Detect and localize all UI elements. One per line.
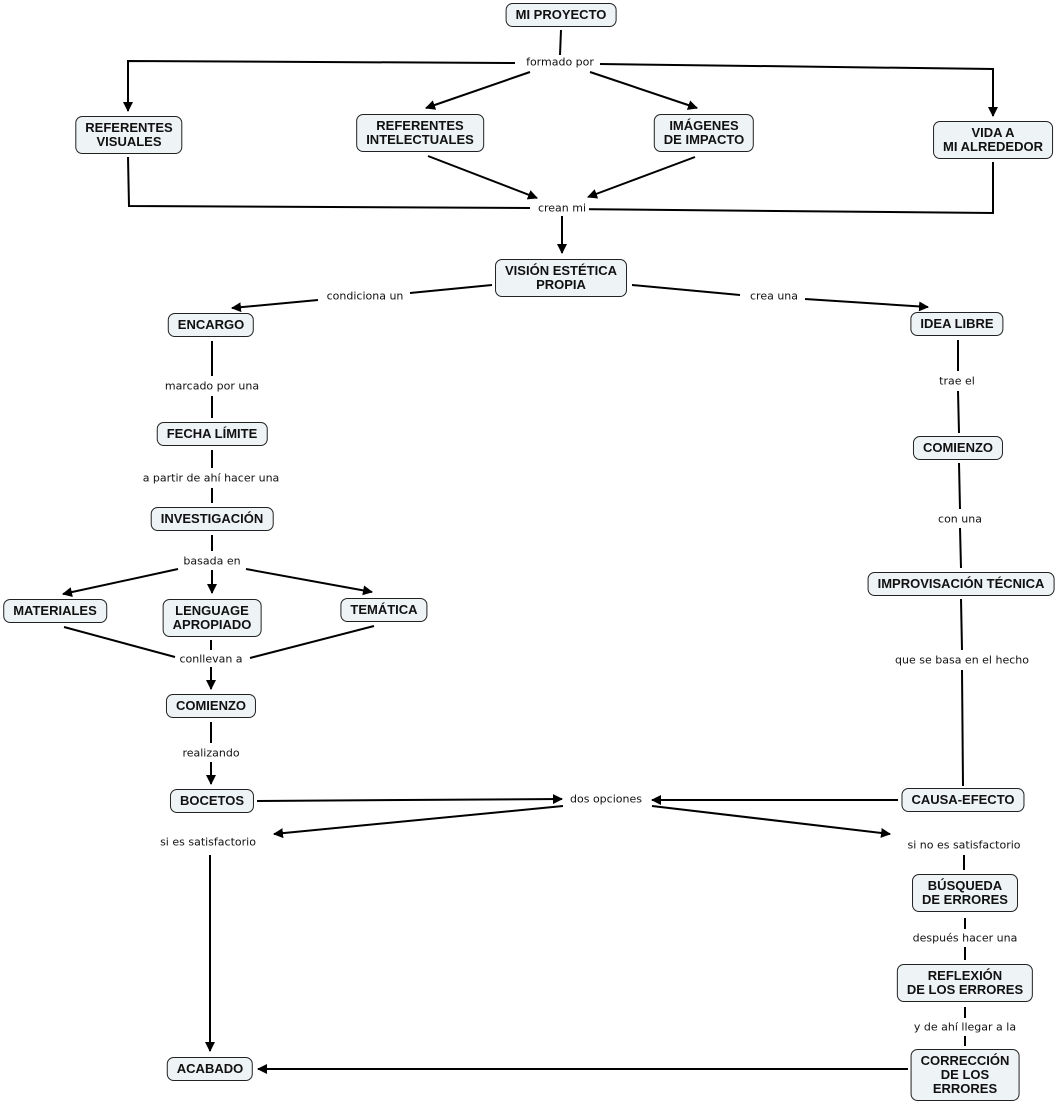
link-vida-crean	[564, 162, 994, 215]
link-label-despues-hacer-una: después hacer una	[909, 931, 1021, 945]
concept-mi-proyecto[interactable]: MI PROYECTO	[505, 3, 617, 27]
concept-bocetos[interactable]: BOCETOS	[169, 789, 255, 813]
concept-lenguage-apropiado[interactable]: LENGUAGE APROPIADO	[162, 599, 262, 637]
link-label-dos-opciones: dos opciones	[567, 792, 645, 806]
link-label-basada-en: basada en	[180, 554, 244, 568]
concept-referentes-visuales[interactable]: REFERENTES VISUALES	[75, 116, 183, 154]
link-tematica-conllevan	[249, 625, 375, 659]
link-label-marcado-por-una: marcado por una	[161, 379, 263, 393]
link-trae-comienzo	[957, 390, 960, 434]
link-quesebasa-causa	[961, 669, 964, 787]
link-basada-tematica	[245, 568, 373, 596]
link-imagenes-crean	[587, 156, 696, 199]
concept-comienzo-right[interactable]: COMIENZO	[912, 436, 1004, 460]
link-label-trae-el: trae el	[936, 374, 978, 388]
link-label-crea-una: crea una	[746, 289, 802, 303]
link-label-con-una: con una	[935, 512, 985, 526]
link-label-y-de-ahi-llegar: y de ahí llegar a la	[910, 1020, 1020, 1034]
concept-idea-libre[interactable]: IDEA LIBRE	[910, 312, 1004, 336]
link-proyecto-formado	[559, 29, 562, 56]
link-formado-refintelectuales	[425, 71, 531, 110]
concept-vida-a-mi-alrededor[interactable]: VIDA A MI ALREDEDOR	[933, 121, 1053, 159]
link-bocetos-dosopciones	[256, 794, 563, 805]
concept-referentes-intelectuales[interactable]: REFERENTES INTELECTUALES	[356, 114, 484, 152]
link-label-que-se-basa: que se basa en el hecho	[892, 653, 1032, 667]
link-formado-refvisuales	[123, 59, 516, 112]
link-label-si-es-satisfactorio: si es satisfactorio	[157, 835, 259, 849]
concept-busqueda-de-errores[interactable]: BÚSQUEDA DE ERRORES	[912, 874, 1018, 912]
link-materiales-conllevan	[63, 626, 176, 658]
concept-vision-estetica-propia[interactable]: VISIÓN ESTÉTICA PROPIA	[495, 259, 627, 297]
concept-acabado[interactable]: ACABADO	[166, 1057, 254, 1081]
link-condiciona-encargo	[231, 299, 319, 313]
link-formado-imagenes	[589, 71, 698, 110]
link-vision-condiciona	[409, 284, 493, 294]
link-improvisacion-quesebasa	[960, 598, 963, 651]
concept-materiales[interactable]: MATERIALES	[3, 599, 107, 623]
link-comienzo-conuna	[958, 462, 961, 510]
link-label-formado-por: formado por	[523, 55, 597, 69]
concept-imagenes-de-impacto[interactable]: IMÁGENES DE IMPACTO	[653, 114, 755, 152]
concept-tematica[interactable]: TEMÁTICA	[340, 598, 428, 622]
link-label-conllevan-a: conllevan a	[176, 652, 246, 666]
link-dosopciones-sies	[273, 805, 564, 839]
link-label-condiciona-un: condiciona un	[323, 289, 407, 303]
concept-causa-efecto[interactable]: CAUSA-EFECTO	[901, 788, 1025, 812]
link-conuna-improvisacion	[959, 527, 962, 569]
link-basada-materiales	[62, 568, 179, 597]
concept-fecha-limite[interactable]: FECHA LÍMITE	[156, 422, 268, 446]
link-vision-crea	[631, 284, 741, 296]
concept-reflexion-de-los-errores[interactable]: REFLEXIÓN DE LOS ERRORES	[896, 964, 1034, 1002]
link-label-a-partir-de-ahi: a partir de ahí hacer una	[139, 471, 283, 485]
link-formado-vida	[599, 63, 998, 117]
link-refvisuales-crean	[127, 156, 531, 209]
concept-investigacion[interactable]: INVESTIGACIÓN	[150, 507, 274, 531]
link-crea-idealibre	[804, 298, 929, 312]
concept-correccion-de-los-errores[interactable]: CORRECCIÓN DE LOS ERRORES	[910, 1049, 1020, 1101]
concept-encargo[interactable]: ENCARGO	[167, 313, 255, 337]
concept-improvisacion-tecnica[interactable]: IMPROVISACIÓN TÉCNICA	[867, 572, 1055, 596]
link-label-realizando: realizando	[179, 746, 243, 760]
concept-comienzo-left[interactable]: COMIENZO	[165, 694, 257, 718]
link-label-si-no-es-satisfactorio: si no es satisfactorio	[904, 838, 1024, 852]
link-dosopciones-sino	[651, 805, 891, 838]
link-refintelectuales-crean	[427, 155, 538, 200]
link-label-crean-mi: crean mi	[534, 201, 590, 215]
